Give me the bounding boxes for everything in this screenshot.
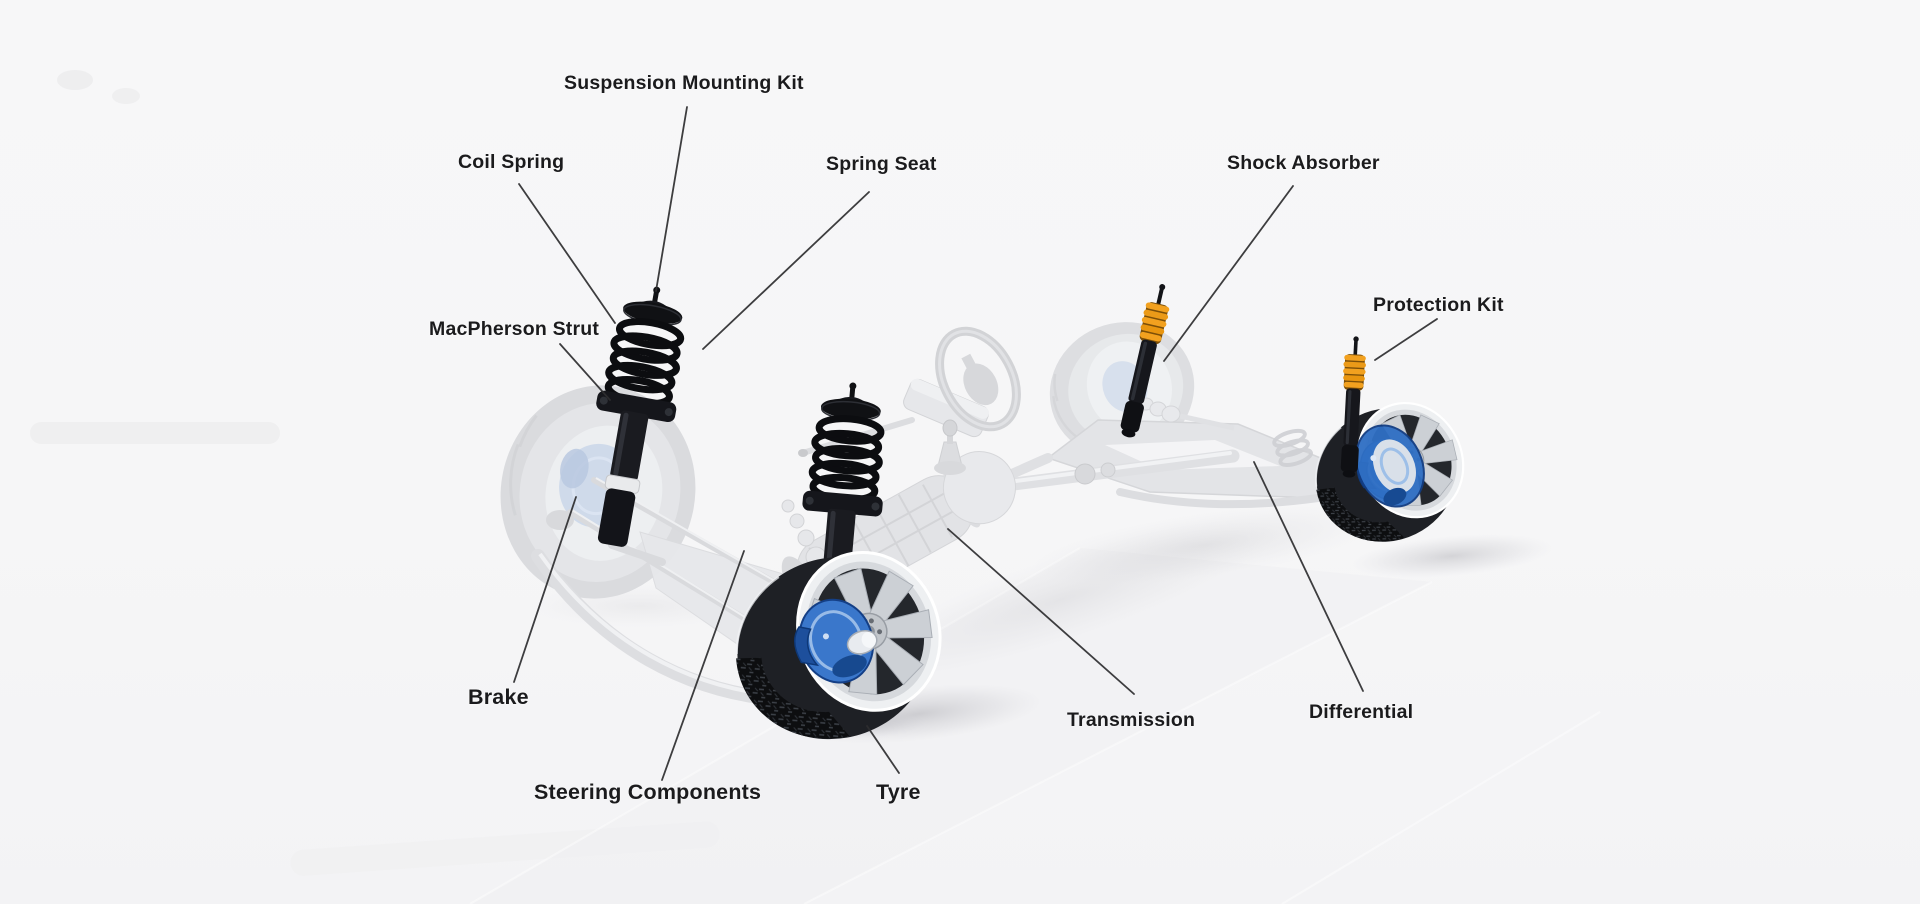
label-suspension-mounting-kit: Suspension Mounting Kit [564, 72, 804, 94]
leader-line-coil-spring [518, 183, 616, 324]
leader-line-spring-seat [702, 191, 870, 350]
rear-right-blue-hub [1355, 424, 1425, 508]
label-transmission: Transmission [1067, 709, 1196, 731]
leader-lines [513, 106, 1438, 781]
label-tyre: Tyre [876, 780, 921, 804]
steering-wheel-faded [935, 326, 1021, 432]
label-differential: Differential [1309, 701, 1414, 723]
label-spring-seat: Spring Seat [826, 153, 937, 175]
label-macpherson-strut: MacPherson Strut [429, 318, 600, 340]
leader-line-suspension-mounting-kit [655, 106, 688, 292]
leader-line-macpherson-strut [559, 343, 611, 401]
label-steering-components: Steering Components [534, 780, 762, 804]
label-coil-spring: Coil Spring [458, 151, 565, 173]
label-shock-absorber: Shock Absorber [1227, 152, 1380, 174]
leader-line-protection-kit [1374, 318, 1438, 361]
front-left-wheel-faded [500, 385, 696, 599]
leader-line-steering-components [661, 550, 745, 781]
label-brake: Brake [468, 685, 529, 709]
leader-line-tyre [866, 725, 900, 774]
leader-line-brake [513, 496, 577, 683]
steering-rack-tube-faded [968, 449, 1240, 496]
label-protection-kit: Protection Kit [1373, 294, 1504, 316]
leader-line-transmission [947, 528, 1135, 695]
gear-lever-faded [934, 419, 966, 475]
leader-line-differential [1253, 461, 1364, 692]
leader-line-shock-absorber [1163, 185, 1294, 362]
